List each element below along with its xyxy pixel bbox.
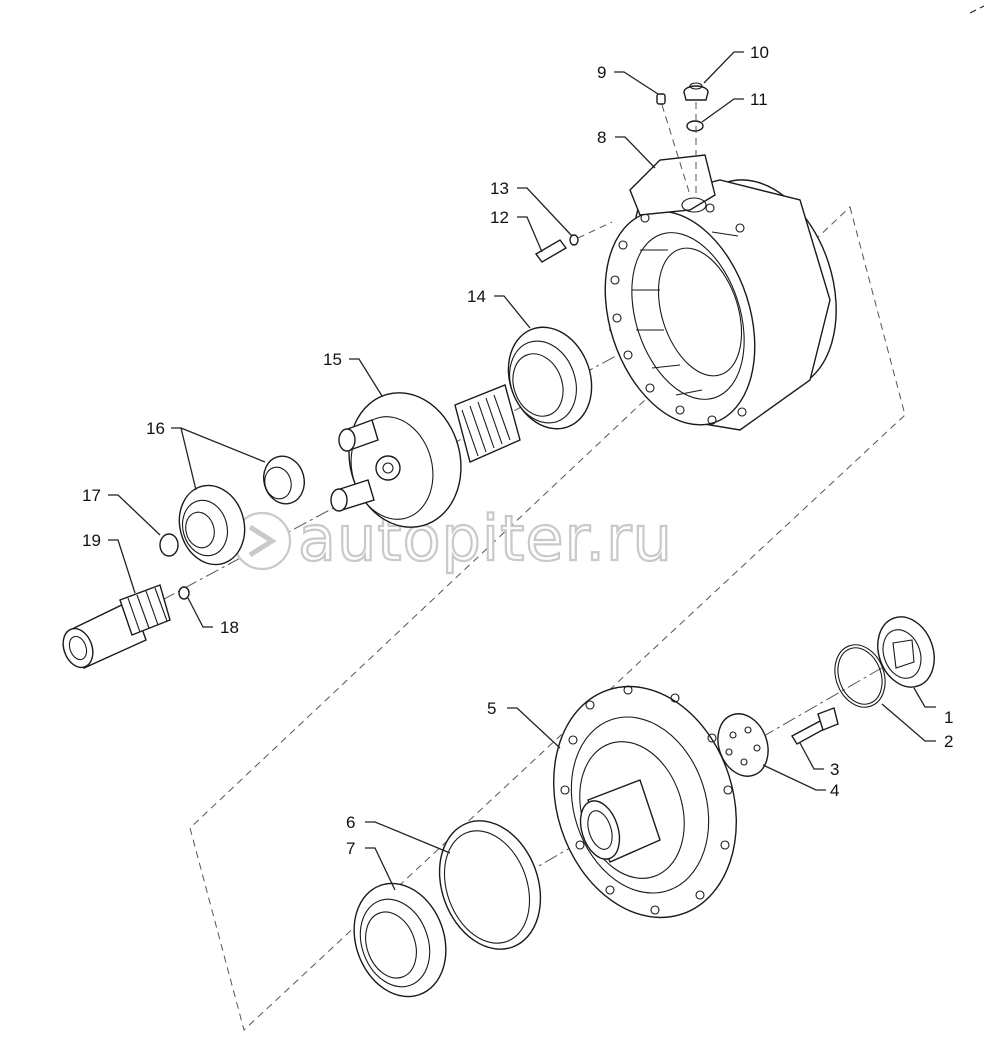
label-8: 8 bbox=[597, 128, 606, 147]
assembly-outline bbox=[189, 206, 906, 1031]
label-4: 4 bbox=[830, 781, 839, 800]
part-13-washer bbox=[569, 234, 579, 246]
label-18: 18 bbox=[220, 618, 239, 637]
part-19-sun-shaft bbox=[62, 584, 171, 669]
corner-mark bbox=[969, 5, 985, 14]
part-1-cover bbox=[877, 616, 935, 688]
label-1: 1 bbox=[944, 708, 953, 727]
label-11: 11 bbox=[750, 90, 768, 109]
part-9-pin bbox=[656, 93, 666, 105]
label-9: 9 bbox=[597, 63, 606, 82]
watermark: autopiter.ru bbox=[232, 501, 673, 576]
part-3-bolt bbox=[791, 707, 839, 745]
label-5: 5 bbox=[487, 699, 496, 718]
label-13: 13 bbox=[490, 179, 509, 198]
part-10-breather bbox=[683, 82, 709, 101]
label-17: 17 bbox=[82, 486, 101, 505]
part-12-stud bbox=[534, 239, 568, 263]
part-16-planet-gear-small bbox=[263, 455, 305, 505]
part-7-bearing bbox=[353, 882, 447, 998]
part-11-o-ring bbox=[686, 120, 704, 132]
label-15: 15 bbox=[323, 350, 342, 369]
label-7: 7 bbox=[346, 839, 355, 858]
part-6-seal-ring bbox=[438, 820, 542, 950]
part-15-planet-carrier bbox=[330, 384, 521, 528]
label-2: 2 bbox=[944, 732, 953, 751]
leader-lines bbox=[108, 51, 936, 891]
label-10: 10 bbox=[750, 43, 769, 62]
part-labels: 1 2 3 4 5 6 7 8 9 10 11 12 13 14 15 16 1… bbox=[82, 43, 953, 858]
part-5-hub bbox=[553, 685, 737, 919]
watermark-text: autopiter.ru bbox=[298, 502, 673, 575]
label-14: 14 bbox=[467, 287, 486, 306]
label-6: 6 bbox=[346, 813, 355, 832]
part-18-pin bbox=[178, 586, 190, 600]
label-3: 3 bbox=[830, 760, 839, 779]
part-8-housing bbox=[604, 154, 837, 431]
label-16: 16 bbox=[146, 419, 165, 438]
label-12: 12 bbox=[490, 208, 509, 227]
part-16-planet-gear-large bbox=[178, 484, 246, 566]
part-14-bearing bbox=[507, 326, 593, 430]
part-17-circlip bbox=[159, 533, 179, 557]
label-19: 19 bbox=[82, 531, 101, 550]
part-2-o-ring bbox=[834, 644, 886, 708]
